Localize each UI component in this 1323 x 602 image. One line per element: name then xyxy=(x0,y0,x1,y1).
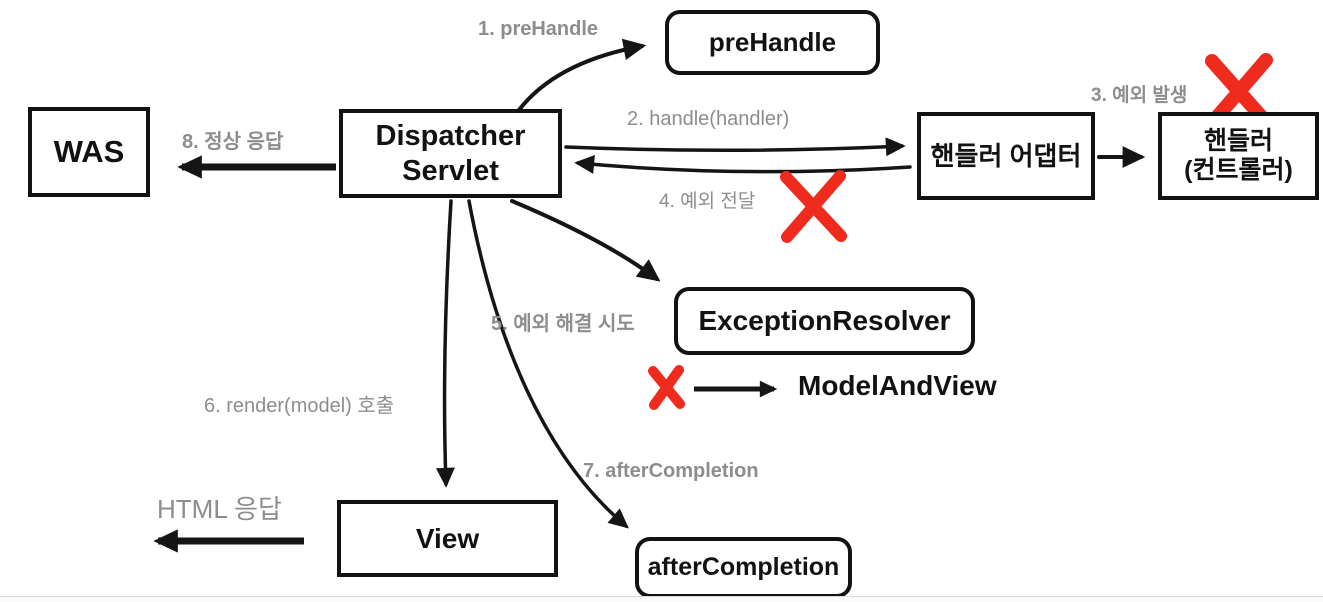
edge-label-step1: 1. preHandle xyxy=(478,18,599,40)
arrow-step5-exceptionresolver xyxy=(510,199,661,282)
arrow-step2-handle xyxy=(564,137,906,157)
node-exception-resolver-label: ExceptionResolver xyxy=(698,305,951,337)
node-handler-controller: 핸들러 (컨트롤러) xyxy=(1158,112,1319,200)
edge-label-step5: 5. 예외 해결 시도 xyxy=(491,313,635,335)
node-exception-resolver: ExceptionResolver xyxy=(674,287,975,355)
arrow-step6-view xyxy=(435,199,455,488)
node-prehandle: preHandle xyxy=(665,10,880,75)
node-view-label: View xyxy=(415,522,480,554)
edge-label-step8: 8. 정상 응답 xyxy=(182,131,284,153)
node-handler-adapter: 핸들러 어댑터 xyxy=(917,112,1095,200)
edge-label-step2: 2. handle(handler) xyxy=(627,108,790,130)
model-and-view-text: ModelAndView xyxy=(798,370,997,401)
edge-label-step6: 6. render(model) 호출 xyxy=(204,395,395,417)
node-view: View xyxy=(337,500,558,577)
node-handler-adapter-label: 핸들러 어댑터 xyxy=(930,140,1082,171)
error-x-step4-icon xyxy=(780,170,847,243)
node-handler-label-line1: 핸들러 xyxy=(1203,126,1273,155)
arrow-step7-aftercompletion xyxy=(467,199,629,529)
node-dispatcher-servlet: Dispatcher Servlet xyxy=(339,109,562,198)
node-after-completion-label: afterCompletion xyxy=(647,552,840,581)
error-x-modelandview-icon xyxy=(648,365,685,410)
node-dispatcher-label-line1: Dispatcher xyxy=(375,120,526,153)
edge-label-step7: 7. afterCompletion xyxy=(583,460,759,482)
page-bottom-edge xyxy=(0,596,1323,602)
node-was: WAS xyxy=(28,107,150,197)
node-was-label: WAS xyxy=(53,133,125,169)
edge-label-step3: 3. 예외 발생 xyxy=(1091,85,1188,106)
node-dispatcher-label-line2: Servlet xyxy=(402,154,499,187)
arrow-step4-return xyxy=(574,155,912,174)
edge-label-html-response: HTML 응답 xyxy=(157,494,282,524)
node-handler-label-line2: (컨트롤러) xyxy=(1184,156,1293,184)
edge-label-step4: 4. 예외 전달 xyxy=(659,191,756,212)
node-after-completion: afterCompletion xyxy=(635,537,852,598)
arrow-step1-prehandle xyxy=(517,38,647,112)
node-prehandle-label: preHandle xyxy=(708,27,837,58)
